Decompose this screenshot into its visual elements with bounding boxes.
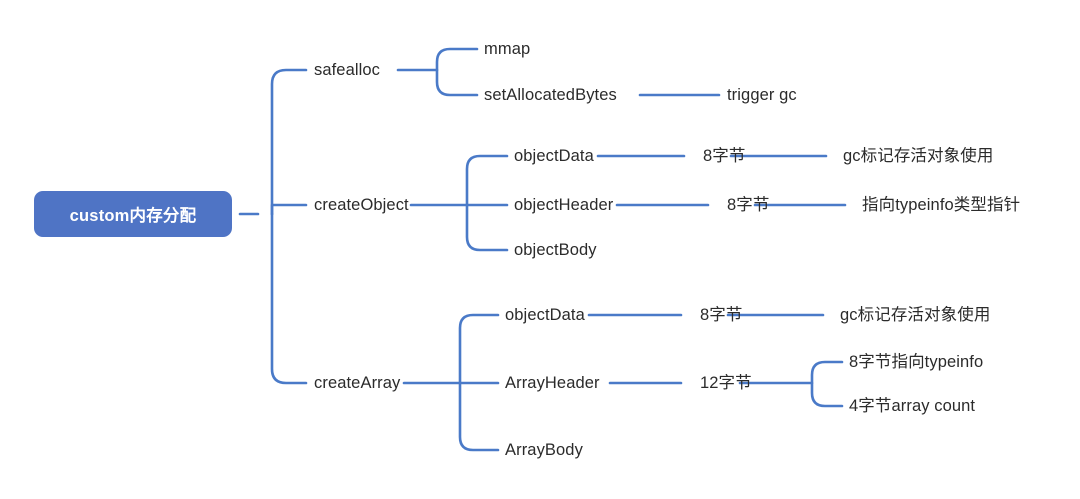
- node-arr-4byte-count[interactable]: 4字节array count: [849, 398, 975, 415]
- node-label-text: objectBody: [514, 240, 597, 259]
- node-label-text: objectHeader: [514, 195, 614, 214]
- node-label-text: 8字节: [700, 305, 743, 324]
- connector-safealloc-to-setAllocatedBytes: [435, 68, 479, 97]
- node-mmap[interactable]: mmap: [484, 41, 530, 58]
- node-label-text: 8字节指向typeinfo: [849, 352, 984, 371]
- connector-arr-12byte-to-arr-4byte-count: [810, 381, 844, 408]
- node-arr-objectData[interactable]: objectData: [505, 307, 585, 324]
- connector-root-to-createObject: [270, 203, 308, 216]
- node-label-text: trigger gc: [727, 85, 797, 104]
- node-obj-typeinfo-ptr[interactable]: 指向typeinfo类型指针: [862, 197, 1020, 214]
- node-arr-ArrayBody[interactable]: ArrayBody: [505, 442, 583, 459]
- node-setAllocatedBytes[interactable]: setAllocatedBytes: [484, 87, 617, 104]
- node-label-text: 指向typeinfo类型指针: [862, 195, 1021, 214]
- node-arr-ArrayHeader[interactable]: ArrayHeader: [505, 375, 600, 392]
- node-arr-8byte[interactable]: 8字节: [700, 307, 742, 324]
- node-label-text: createArray: [314, 373, 401, 392]
- node-label-text: objectData: [514, 146, 594, 165]
- node-label-text: gc标记存活对象使用: [843, 146, 994, 165]
- node-arr-gc-mark[interactable]: gc标记存活对象使用: [840, 307, 990, 324]
- node-label-text: gc标记存活对象使用: [840, 305, 991, 324]
- connector-createArray-to-arr-objectData: [402, 313, 500, 385]
- node-label-text: safealloc: [314, 60, 381, 79]
- node-label-text: createObject: [314, 195, 409, 214]
- node-label-text: ArrayHeader: [505, 373, 600, 392]
- connector-safealloc-to-mmap: [396, 47, 479, 72]
- connector-createArray-to-arr-ArrayBody: [458, 381, 500, 452]
- connector-arr-12byte-to-arr-8byte-typeinfo: [738, 360, 844, 385]
- node-createArray[interactable]: createArray: [314, 375, 400, 392]
- node-obj-8byte-a[interactable]: 8字节: [703, 148, 745, 165]
- node-createObject[interactable]: createObject: [314, 197, 409, 214]
- node-obj-8byte-b[interactable]: 8字节: [727, 197, 769, 214]
- node-label-text: setAllocatedBytes: [484, 85, 617, 104]
- node-label-text: 8字节: [703, 146, 746, 165]
- node-label-text: 4字节array count: [849, 396, 976, 415]
- node-safealloc[interactable]: safealloc: [314, 62, 380, 79]
- node-trigger-gc[interactable]: trigger gc: [727, 87, 797, 104]
- node-label-text: objectData: [505, 305, 585, 324]
- node-arr-8byte-typeinfo[interactable]: 8字节指向typeinfo: [849, 354, 983, 371]
- node-obj-objectData[interactable]: objectData: [514, 148, 594, 165]
- connector-root-to-safealloc: [238, 68, 308, 216]
- node-label-text: 12字节: [700, 373, 752, 392]
- connector-createObject-to-obj-objectData: [409, 154, 509, 207]
- node-obj-gc-mark[interactable]: gc标记存活对象使用: [843, 148, 993, 165]
- node-label-text: ArrayBody: [505, 440, 583, 459]
- node-label-text: 8字节: [727, 195, 770, 214]
- connector-createObject-to-obj-objectBody: [465, 203, 509, 252]
- root-node[interactable]: custom内存分配: [34, 191, 232, 237]
- root-node-label: custom内存分配: [69, 207, 197, 225]
- connector-root-to-createArray: [270, 212, 308, 385]
- node-obj-objectBody[interactable]: objectBody: [514, 242, 597, 259]
- node-arr-12byte[interactable]: 12字节: [700, 375, 752, 392]
- node-obj-objectHeader[interactable]: objectHeader: [514, 197, 613, 214]
- node-label-text: mmap: [484, 39, 531, 58]
